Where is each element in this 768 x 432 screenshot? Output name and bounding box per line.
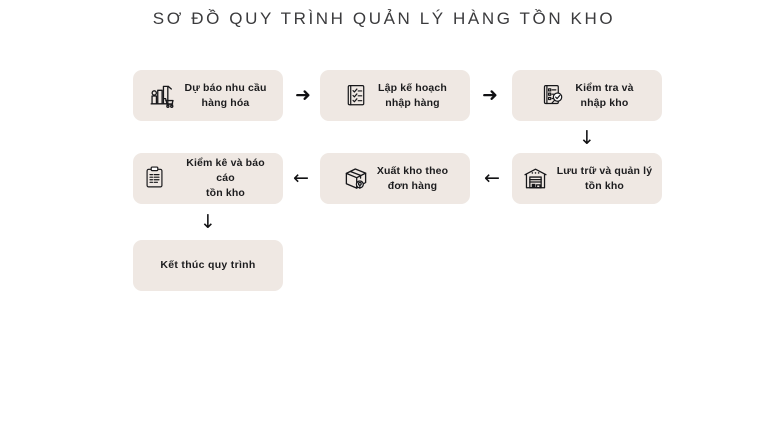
process-node-label: Kết thúc quy trình xyxy=(160,259,256,272)
connector-arrow-left-n5-n6: ← xyxy=(286,167,316,189)
process-node-end[interactable]: Kết thúc quy trình xyxy=(133,240,283,291)
process-node-plan-purchase[interactable]: Lập kế hoạch nhập hàng xyxy=(320,70,470,121)
process-node-label: Lưu trữ và quản lý tồn kho xyxy=(556,164,653,192)
process-node-label: Lập kế hoạch nhập hàng xyxy=(378,81,447,109)
bar-chart-shopping-cart-icon xyxy=(149,82,177,110)
connector-arrow-down-n3-n4: ↓ xyxy=(573,125,601,151)
process-node-label: Kiểm tra và nhập kho xyxy=(575,81,634,109)
page-title: SƠ ĐỒ QUY TRÌNH QUẢN LÝ HÀNG TỒN KHO xyxy=(152,9,616,28)
arrow-right-icon: ➜ xyxy=(482,83,498,106)
arrow-left-icon: ← xyxy=(293,166,309,189)
arrow-down-icon: ↓ xyxy=(579,126,595,149)
process-node-label: Dự báo nhu cầu hàng hóa xyxy=(184,81,267,109)
process-node-dispatch-order[interactable]: Xuất kho theo đơn hàng xyxy=(320,153,470,204)
arrow-left-icon: ← xyxy=(484,166,500,189)
package-box-icon xyxy=(342,165,370,193)
process-node-store-manage-inventory[interactable]: Lưu trữ và quản lý tồn kho xyxy=(512,153,662,204)
arrow-down-icon: ↓ xyxy=(200,210,216,233)
arrow-right-icon: ➜ xyxy=(295,83,311,106)
process-node-inspect-receive[interactable]: Kiểm tra và nhập kho xyxy=(512,70,662,121)
connector-arrow-right-n1-n2: ➜ xyxy=(288,84,318,106)
connector-arrow-left-n4-n5: ← xyxy=(477,167,507,189)
clipboard-report-icon xyxy=(142,165,170,193)
process-node-label: Xuất kho theo đơn hàng xyxy=(376,164,449,192)
clipboard-magnifier-check-icon xyxy=(540,82,568,110)
process-node-forecast-demand[interactable]: Dự báo nhu cầu hàng hóa xyxy=(133,70,283,121)
warehouse-icon xyxy=(522,165,550,193)
process-node-stocktake-report[interactable]: Kiểm kê và báo cáo tồn kho xyxy=(133,153,283,204)
process-node-label: Kiểm kê và báo cáo tồn kho xyxy=(186,157,265,199)
connector-arrow-down-n6-n7: ↓ xyxy=(194,209,222,235)
checklist-clipboard-icon xyxy=(343,82,371,110)
connector-arrow-right-n2-n3: ➜ xyxy=(475,84,505,106)
